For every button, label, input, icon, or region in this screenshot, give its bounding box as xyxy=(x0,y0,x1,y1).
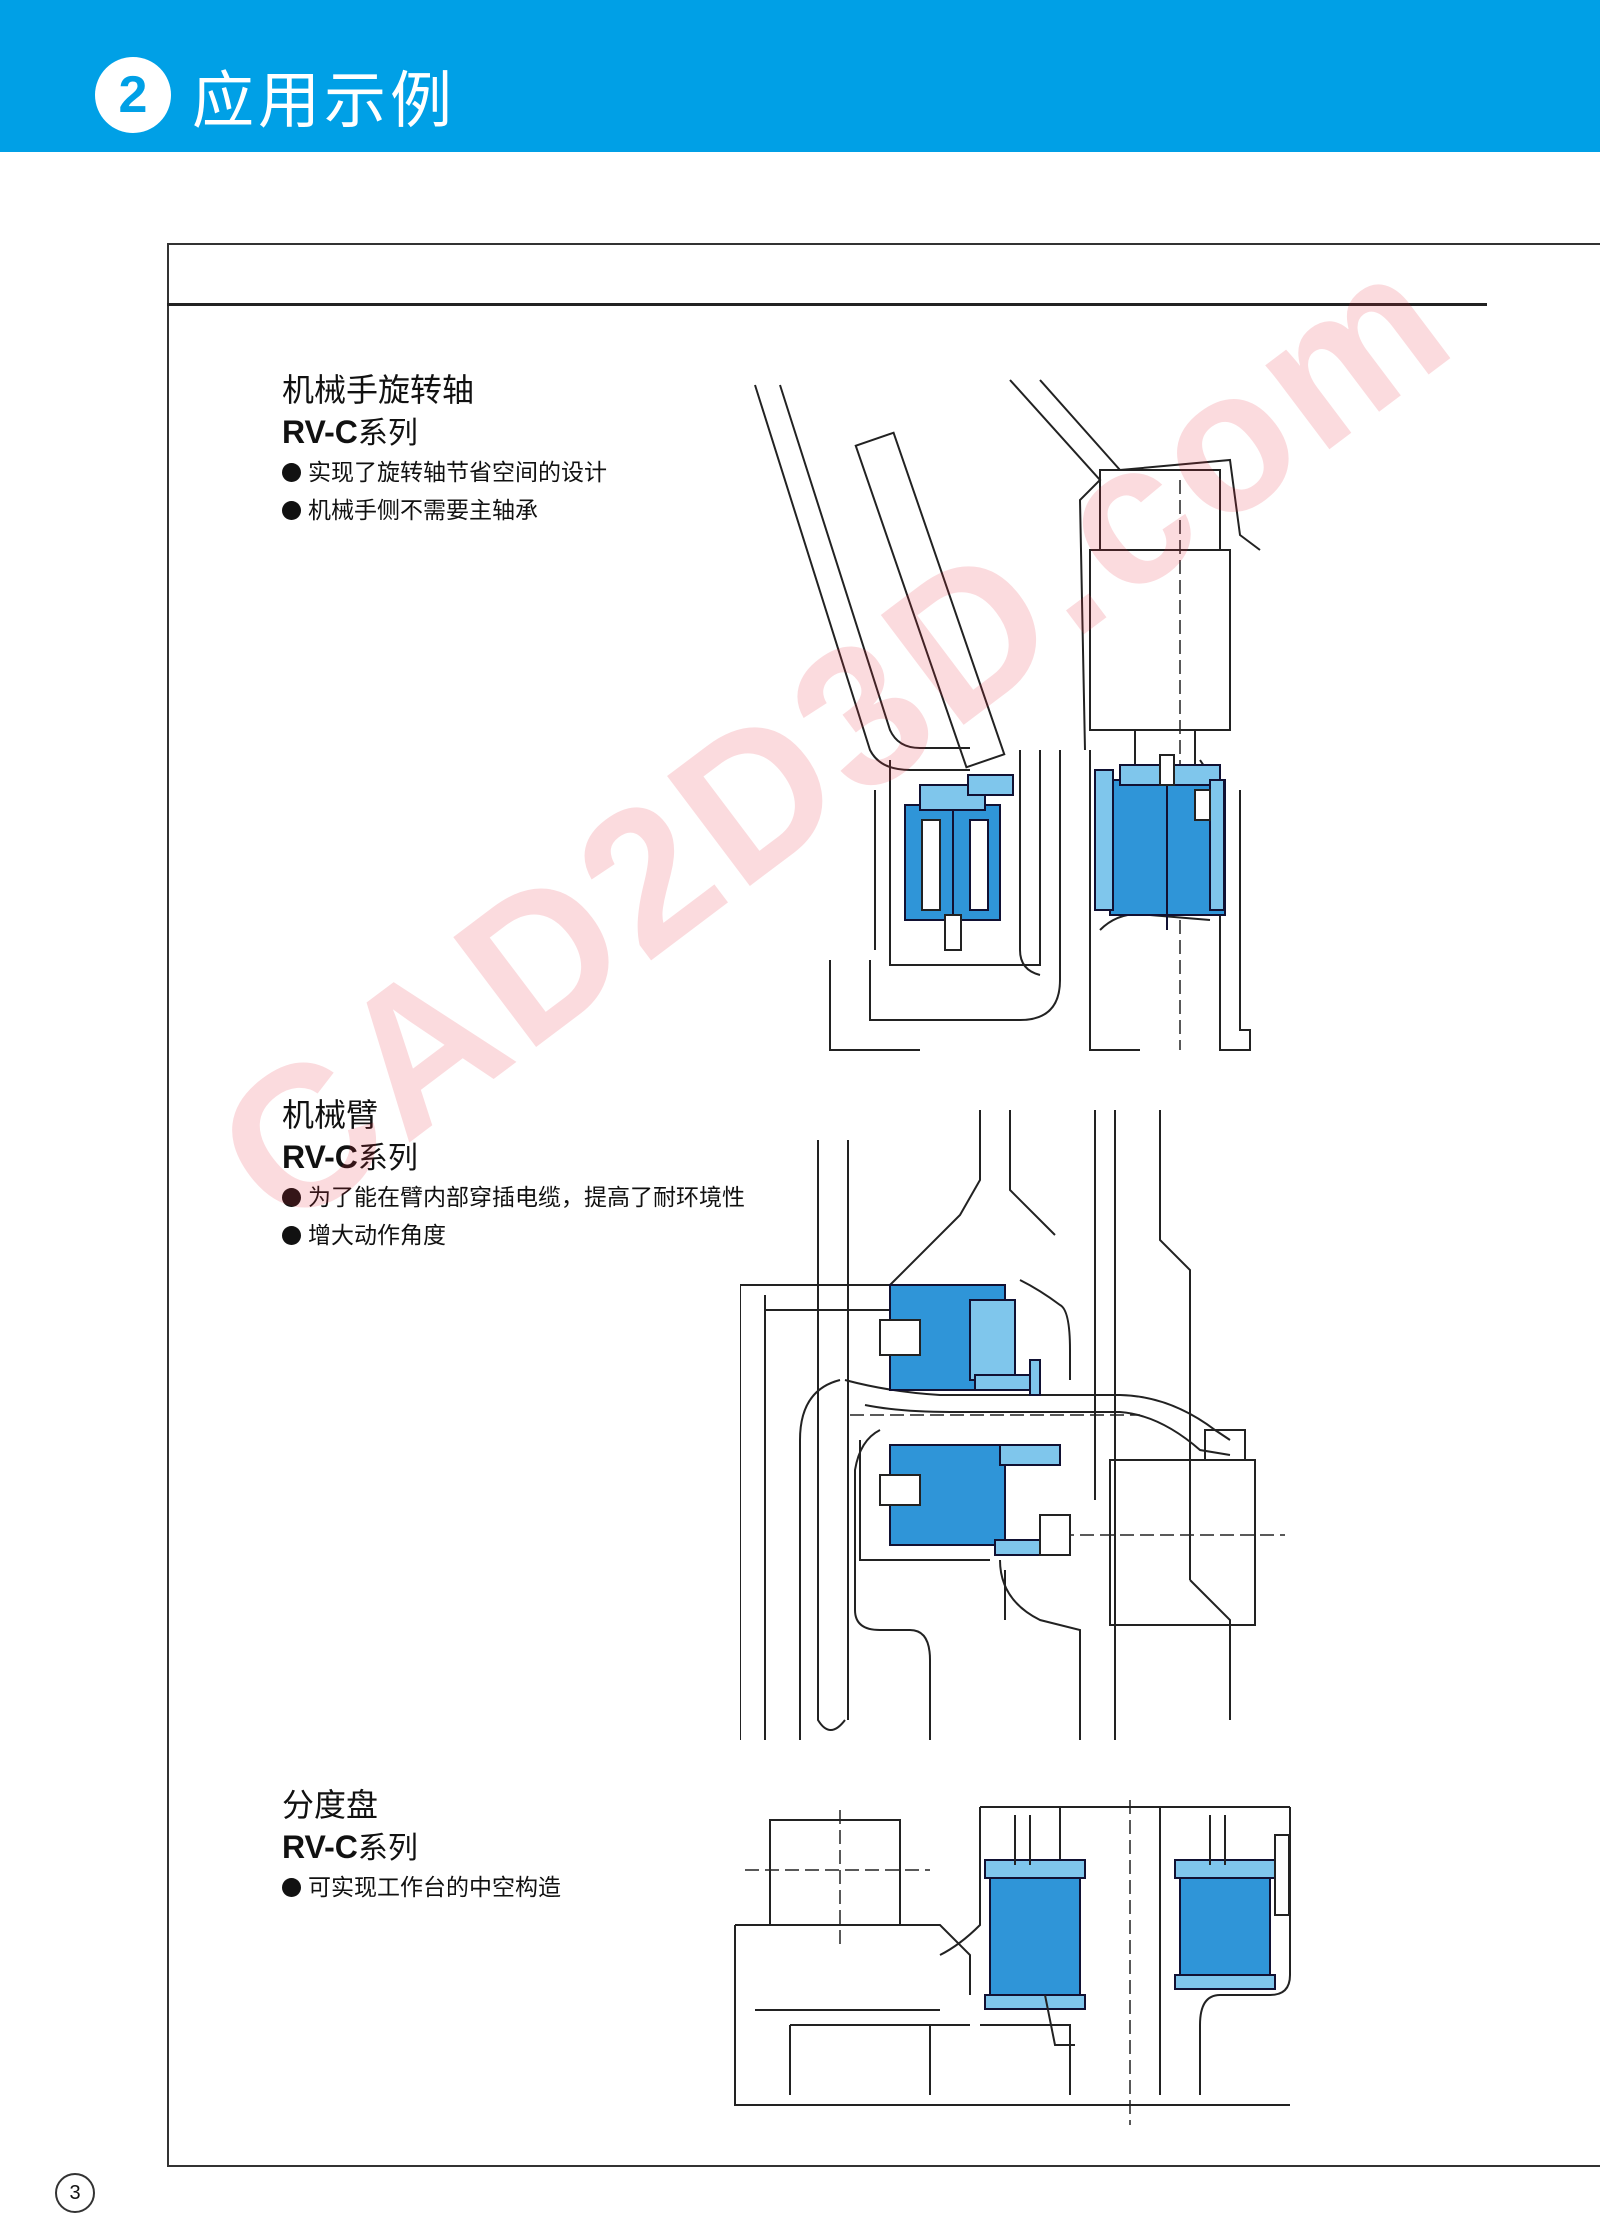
bullet-item: 增大动作角度 xyxy=(282,1217,752,1255)
series-label: RV-C系列 xyxy=(282,1827,752,1869)
series-suffix: 系列 xyxy=(357,1141,418,1176)
bullet-dot xyxy=(282,1226,301,1245)
bullet-item: 机械手侧不需要主轴承 xyxy=(282,492,752,530)
bullet-item: 为了能在臂内部穿插电缆，提高了耐环境性 xyxy=(282,1179,752,1217)
series-label: RV-C系列 xyxy=(282,412,752,454)
bullet-text: 为了能在臂内部穿插电缆，提高了耐环境性 xyxy=(308,1185,745,1211)
section-title: 机械手旋转轴 xyxy=(282,371,475,409)
header-bar: 2 应用示例 xyxy=(0,0,1600,152)
bullet-dot xyxy=(282,463,301,482)
series-suffix: 系列 xyxy=(357,1831,418,1866)
index-table-cross-section-drawing xyxy=(734,1800,1291,2125)
section-title: 机械臂 xyxy=(282,1096,379,1134)
frame-top-rule xyxy=(167,303,1487,306)
section-number-badge: 2 xyxy=(95,57,171,133)
bullet-dot xyxy=(282,501,301,520)
bullet-item: 可实现工作台的中空构造 xyxy=(282,1869,752,1907)
section-index-table: 分度盘 RV-C系列 可实现工作台的中空构造 xyxy=(282,1785,752,1907)
section-robot-wrist: 机械手旋转轴 RV-C系列 实现了旋转轴节省空间的设计 机械手侧不需要主轴承 xyxy=(282,370,752,530)
series-name: RV-C xyxy=(282,1139,358,1175)
bullet-text: 可实现工作台的中空构造 xyxy=(308,1875,561,1901)
series-suffix: 系列 xyxy=(357,416,418,451)
series-label: RV-C系列 xyxy=(282,1137,752,1179)
bullet-dot xyxy=(282,1188,301,1207)
page-number: 3 xyxy=(55,2173,95,2213)
bullet-item: 实现了旋转轴节省空间的设计 xyxy=(282,454,752,492)
content-frame xyxy=(167,243,1600,2167)
section-robot-arm: 机械臂 RV-C系列 为了能在臂内部穿插电缆，提高了耐环境性 增大动作角度 xyxy=(282,1095,752,1255)
page-title: 应用示例 xyxy=(192,64,457,137)
series-name: RV-C xyxy=(282,1829,358,1865)
robot-arm-cross-section-drawing xyxy=(740,1110,1285,1740)
section-title: 分度盘 xyxy=(282,1786,379,1824)
bullet-text: 增大动作角度 xyxy=(308,1223,446,1249)
bullet-text: 实现了旋转轴节省空间的设计 xyxy=(308,460,607,486)
bullet-text: 机械手侧不需要主轴承 xyxy=(308,498,538,524)
series-name: RV-C xyxy=(282,414,358,450)
robot-wrist-cross-section-drawing xyxy=(754,379,1261,1051)
bullet-dot xyxy=(282,1878,301,1897)
